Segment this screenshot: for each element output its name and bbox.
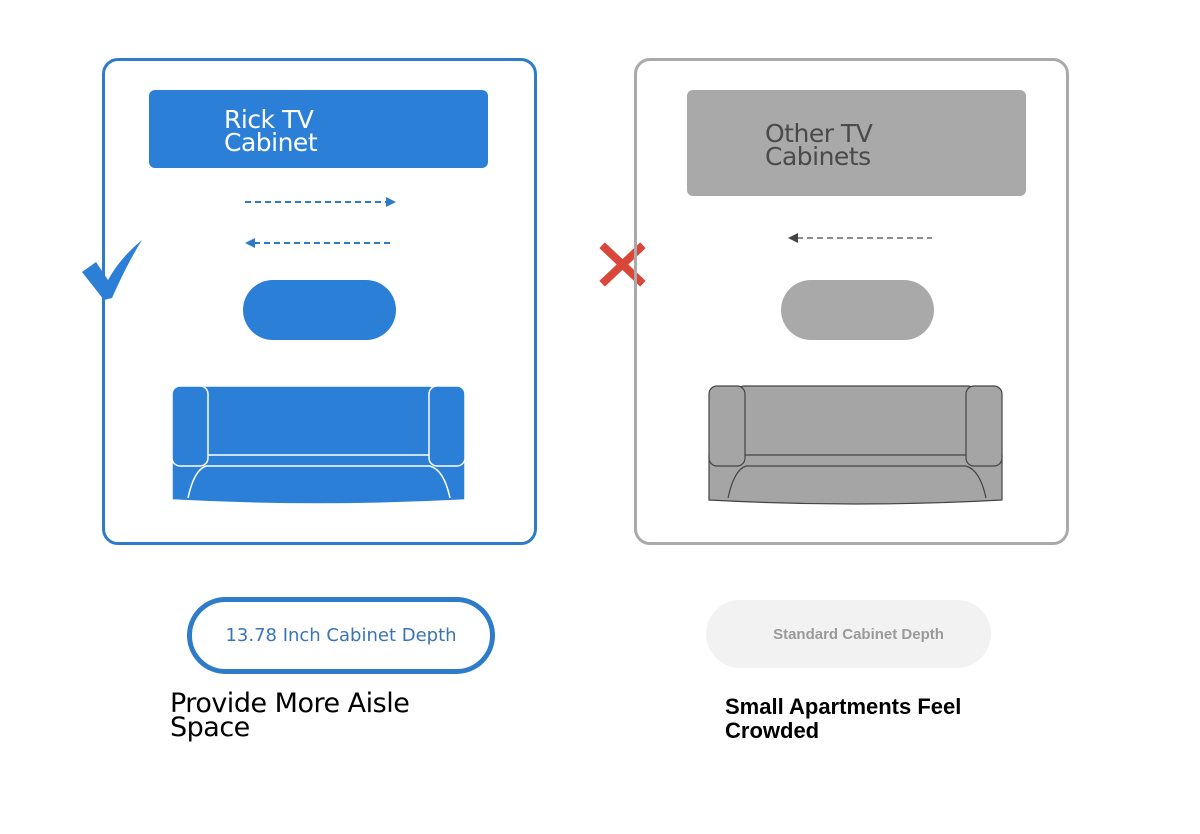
rick-comparison-panel bbox=[102, 58, 537, 545]
label-line2: Cabinets bbox=[765, 142, 871, 171]
label-line1: Other TV bbox=[765, 119, 873, 148]
label-line2: Cabinet bbox=[224, 128, 318, 157]
coffee-table bbox=[243, 280, 396, 340]
caption-line1: Provide More Aisle bbox=[170, 688, 410, 719]
checkmark-icon bbox=[82, 240, 142, 300]
caption-line2: Space bbox=[170, 712, 250, 743]
rick-caption: Provide More Aisle Space bbox=[170, 688, 410, 743]
coffee-table bbox=[781, 280, 934, 340]
rick-tv-cabinet bbox=[149, 90, 488, 168]
other-comparison-panel bbox=[634, 58, 1069, 545]
depth-label: 13.78 Inch Cabinet Depth bbox=[225, 625, 457, 646]
arrow-left-icon bbox=[788, 233, 932, 243]
caption-line2: Crowded bbox=[725, 718, 820, 743]
rick-cabinet-label: Rick TV Cabinet bbox=[224, 105, 318, 157]
label-line1: Rick TV bbox=[224, 105, 314, 134]
caption-line1: Small Apartments Feel bbox=[725, 694, 962, 719]
other-caption: Small Apartments Feel Crowded bbox=[725, 695, 961, 743]
other-depth-badge: Standard Cabinet Depth bbox=[706, 600, 991, 668]
other-cabinet-label: Other TV Cabinets bbox=[765, 119, 873, 171]
depth-label: Standard Cabinet Depth bbox=[773, 625, 944, 643]
sofa-icon bbox=[171, 385, 466, 505]
arrow-right-icon bbox=[245, 197, 396, 207]
sofa-icon bbox=[708, 385, 1003, 505]
rick-depth-badge: 13.78 Inch Cabinet Depth bbox=[187, 597, 495, 674]
arrow-left-icon bbox=[245, 238, 390, 248]
other-tv-cabinet bbox=[687, 90, 1026, 196]
